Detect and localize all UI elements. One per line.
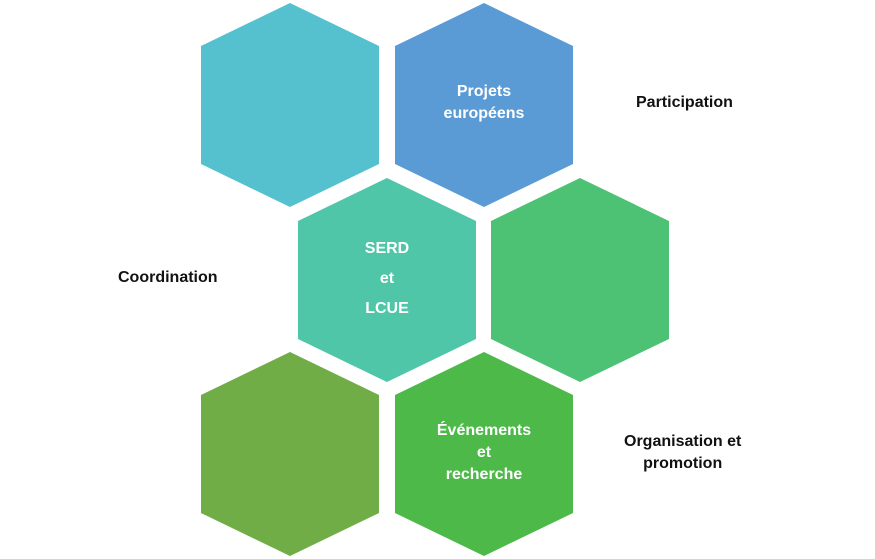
hex-text-line: et <box>476 444 492 461</box>
hexagon-middle-right <box>491 178 669 382</box>
hexagon-projets-europeens <box>395 3 573 207</box>
hex-text-line: SERD <box>364 240 410 257</box>
hex-text-line: recherche <box>445 466 523 483</box>
hexagon-bottom-left <box>201 352 379 556</box>
label-line: promotion <box>643 455 723 472</box>
hexagon-serd-text: SERD et LCUE <box>365 234 409 324</box>
label-line: Organisation et <box>624 433 742 450</box>
hexagon-evenements-text: Événements et recherche <box>437 420 531 486</box>
label-coordination: Coordination <box>118 269 218 286</box>
label-participation: Participation <box>636 94 733 111</box>
hex-text-line: européens <box>443 105 525 122</box>
hexagon-projets-text: Projets européens <box>444 81 525 125</box>
hex-text-line: et <box>379 270 395 287</box>
hex-text-line: Projets <box>456 83 512 100</box>
hex-text-line: Événements <box>436 422 532 439</box>
hexagon-top-left <box>201 3 379 207</box>
hexagon-serd-lcue <box>298 178 476 382</box>
hexagon-evenements-recherche <box>395 352 573 556</box>
label-organisation-promotion: Organisation et promotion <box>624 431 741 475</box>
hex-text-line: LCUE <box>365 300 409 317</box>
